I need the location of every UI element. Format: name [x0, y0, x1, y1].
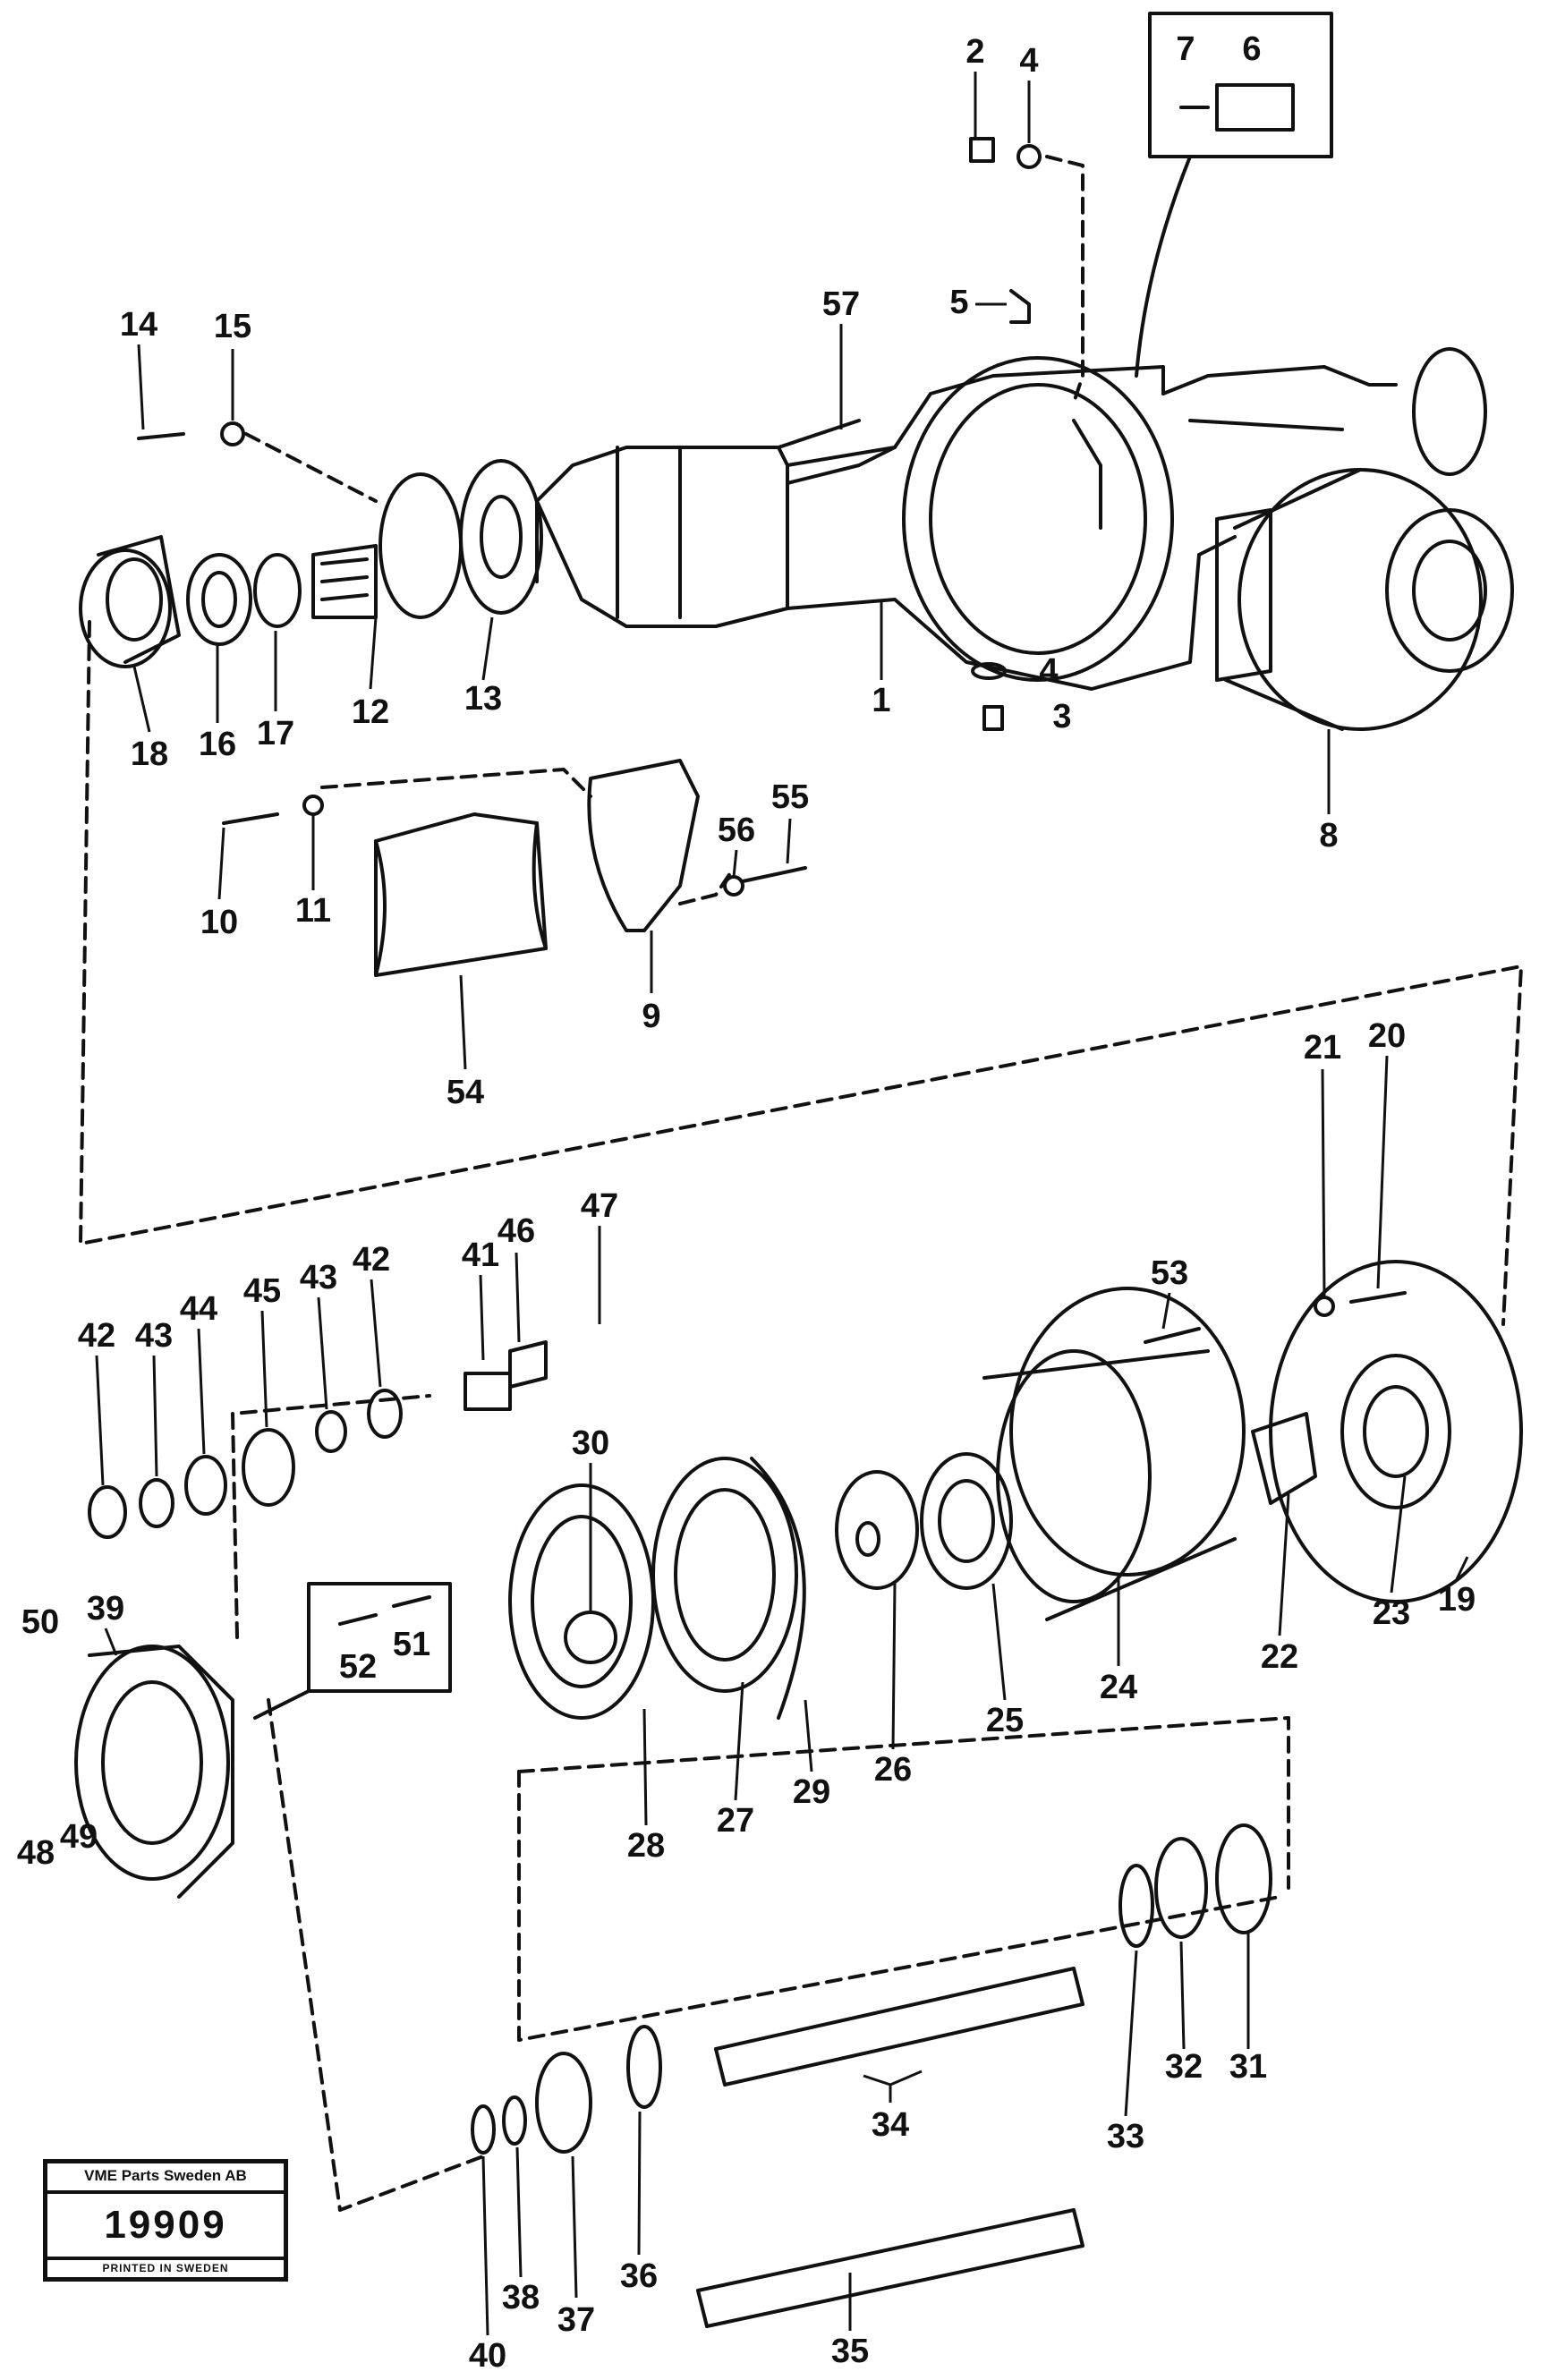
- callout-34: 34: [872, 2106, 909, 2144]
- callout-5: 5: [949, 284, 968, 321]
- callout-4-top: 4: [1019, 42, 1038, 80]
- callout-55: 55: [771, 778, 809, 816]
- stamp-divider: [47, 2190, 284, 2194]
- callout-42-right: 42: [353, 1241, 390, 1279]
- callout-48: 48: [17, 1834, 55, 1872]
- callout-6: 6: [1242, 30, 1261, 68]
- callout-14: 14: [120, 306, 157, 344]
- callout-15: 15: [214, 308, 251, 345]
- sun-gear-36-40: [471, 2025, 662, 2155]
- callout-57: 57: [822, 285, 860, 323]
- callout-2: 2: [965, 33, 984, 71]
- callout-39: 39: [87, 1590, 124, 1628]
- callout-29: 29: [793, 1773, 830, 1811]
- ring-gears-27-28-29-30: [508, 1457, 806, 1720]
- callout-50: 50: [21, 1603, 59, 1641]
- callout-20: 20: [1368, 1017, 1406, 1055]
- callout-51: 51: [393, 1626, 430, 1663]
- brake-plate-9: [587, 759, 700, 932]
- callout-46: 46: [498, 1212, 535, 1250]
- callouts: 1 2 3 4 4 5 6 7 8 9 10 11 12 13 14 15 16…: [17, 30, 1476, 2375]
- callout-41: 41: [462, 1237, 499, 1274]
- callout-54: 54: [447, 1074, 484, 1111]
- callout-8: 8: [1319, 817, 1338, 854]
- callout-12: 12: [352, 693, 389, 731]
- axle-right-arm: [1161, 347, 1487, 557]
- callout-33: 33: [1107, 2118, 1144, 2155]
- callout-16: 16: [199, 726, 236, 763]
- callout-26: 26: [874, 1751, 912, 1789]
- sensor-box-6-7: [1135, 12, 1333, 378]
- callout-49: 49: [60, 1818, 98, 1856]
- callout-31: 31: [1229, 2048, 1267, 2086]
- callout-23: 23: [1373, 1594, 1410, 1632]
- callout-28: 28: [627, 1827, 665, 1865]
- stamp-illustration-number: 19909: [104, 2203, 227, 2247]
- callout-36: 36: [620, 2257, 658, 2295]
- differential-carrier: [1215, 468, 1514, 731]
- callout-10: 10: [200, 904, 238, 941]
- stamp-divider-lower: [47, 2257, 284, 2260]
- planet-gear-stack-42-45: [88, 1340, 548, 1539]
- callout-1: 1: [872, 682, 890, 719]
- callout-56: 56: [718, 812, 755, 849]
- callout-52: 52: [339, 1648, 377, 1686]
- stamp-company: VME Parts Sweden AB: [84, 2167, 247, 2184]
- brake-shoe-54: [374, 812, 548, 977]
- callout-9: 9: [642, 998, 660, 1035]
- bearing-cones-22-25-26: [835, 1412, 1317, 1590]
- bolt-53-20-21: [1144, 1291, 1407, 1344]
- callout-38: 38: [502, 2279, 540, 2316]
- planet-carrier-39: [74, 1645, 234, 1899]
- callout-25: 25: [986, 1702, 1024, 1739]
- callout-21: 21: [1304, 1029, 1341, 1067]
- callout-53: 53: [1151, 1254, 1188, 1292]
- callout-43-right: 43: [300, 1259, 337, 1296]
- axle-center-bowl: [902, 356, 1174, 682]
- callout-7: 7: [1176, 30, 1195, 68]
- callout-35: 35: [831, 2333, 869, 2370]
- dashed-leaders-bottom: [231, 1394, 1290, 2212]
- callout-22: 22: [1261, 1638, 1298, 1676]
- callout-32: 32: [1165, 2048, 1203, 2086]
- parts-catalog-stamp: VME Parts Sweden AB 19909 PRINTED IN SWE…: [43, 2159, 288, 2282]
- callout-18: 18: [131, 735, 168, 773]
- callout-4: 4: [1039, 652, 1058, 690]
- callout-leaders: [95, 72, 1469, 2336]
- callout-42: 42: [78, 1317, 115, 1355]
- callout-44: 44: [180, 1290, 217, 1328]
- callout-24: 24: [1100, 1669, 1137, 1706]
- callout-47: 47: [581, 1187, 618, 1225]
- callout-45: 45: [243, 1272, 281, 1310]
- callout-11: 11: [295, 892, 331, 930]
- callout-30: 30: [572, 1424, 609, 1462]
- dashed-leaders-top: [79, 155, 1523, 1326]
- callout-13: 13: [464, 680, 502, 718]
- stamp-printed-note: PRINTED IN SWEDEN: [102, 2262, 229, 2274]
- bolts-top: [137, 137, 1042, 731]
- axle-housing: [535, 365, 1201, 691]
- pin-box-51-52: [253, 1582, 452, 1720]
- hub-flange-12: [311, 459, 543, 619]
- brake-disc-19: [1269, 1260, 1523, 1603]
- snap-rings-31-33: [1118, 1823, 1272, 1948]
- callout-40: 40: [469, 2337, 506, 2375]
- callout-37: 37: [557, 2301, 595, 2339]
- callout-17: 17: [257, 715, 294, 752]
- callout-43: 43: [135, 1317, 173, 1355]
- callout-19: 19: [1438, 1581, 1476, 1619]
- wheel-hub-24: [982, 1287, 1246, 1621]
- bearing-rings-16-17-18: [79, 535, 302, 668]
- callout-27: 27: [717, 1802, 754, 1840]
- callout-3: 3: [1052, 698, 1071, 735]
- shafts-34-35: [696, 1967, 1084, 2328]
